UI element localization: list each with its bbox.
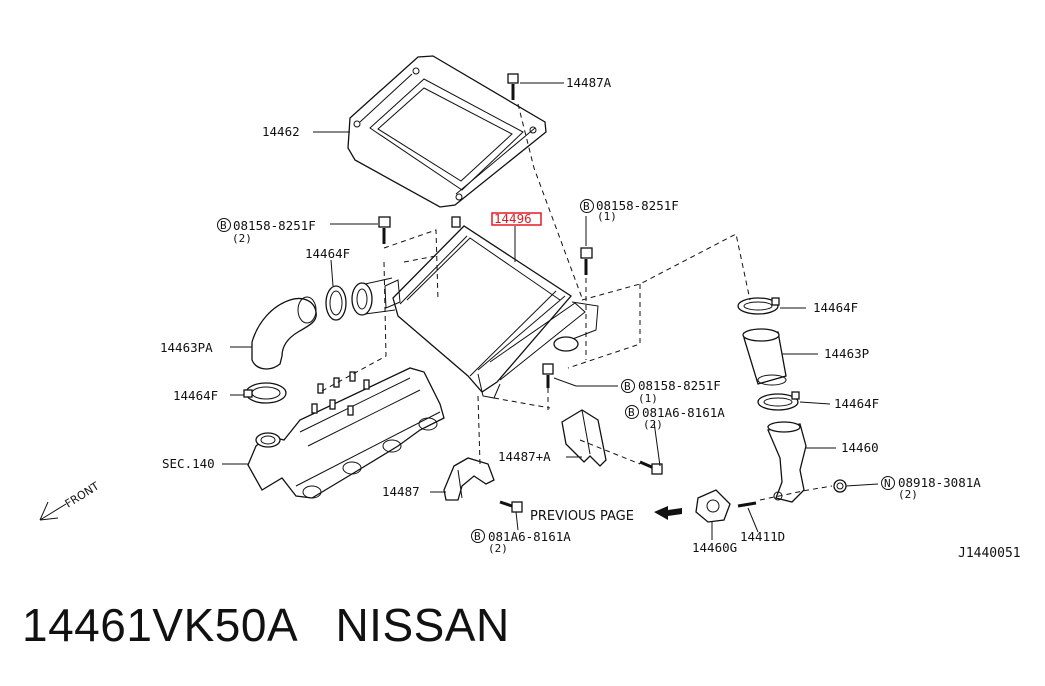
callout-14460G: 14460G xyxy=(692,540,737,555)
bolt-marker-icon xyxy=(625,405,639,419)
callout-14411D: 14411D xyxy=(740,529,785,544)
bracket-14487-plus-A xyxy=(561,409,607,467)
callout-bolt-08158-center: 08158-8251F xyxy=(638,378,721,393)
bolt-center-08158 xyxy=(542,363,554,388)
nut-marker-icon xyxy=(881,476,895,490)
clamp-14464F-right-lower xyxy=(757,391,800,411)
callout-14487A: 14487A xyxy=(566,75,612,90)
parts-diagram: 14487A 14462 14496 B 08158-8251F (2) B 0… xyxy=(39,55,1021,561)
callout-bolt-08158-center-qty: (1) xyxy=(638,392,658,405)
callout-14487: 14487 xyxy=(382,484,420,499)
bolt-marker-icon xyxy=(621,379,635,393)
bolt-081A6-right xyxy=(639,460,663,475)
highlight-box xyxy=(491,212,542,226)
bolt-marker-icon xyxy=(580,199,594,213)
callout-14460: 14460 xyxy=(841,440,879,455)
part-number: 14461VK50A xyxy=(22,599,296,651)
callout-bolt-081A6-lower: 081A6-8161A xyxy=(488,529,571,544)
bolt-left-08158 xyxy=(378,216,391,244)
callout-labels: 14487A 14462 14496 B 08158-8251F (2) B 0… xyxy=(63,75,1021,561)
callout-bolt-08158-left: 08158-8251F xyxy=(233,218,316,233)
callout-14462: 14462 xyxy=(262,124,300,139)
leader-lines xyxy=(222,82,879,540)
stud-14411D xyxy=(737,501,757,508)
callout-14496-highlighted[interactable]: 14496 xyxy=(494,211,532,226)
callout-14487-plus-A: 14487+A xyxy=(498,449,551,464)
callout-bolt-081A6-lower-qty: (2) xyxy=(488,542,508,555)
bolt-marker-letter: B xyxy=(474,530,481,543)
brand-name: NISSAN xyxy=(335,599,510,651)
bolt-marker-letter: B xyxy=(220,219,227,232)
nut-marker-letter: N xyxy=(884,477,891,490)
front-arrow-icon xyxy=(39,501,67,521)
intercooler-14496 xyxy=(351,216,599,399)
callout-bolt-081A6-right-qty: (2) xyxy=(643,418,663,431)
bolt-marker-letter: B xyxy=(628,406,635,419)
cover-plate-14462 xyxy=(347,55,547,208)
callout-14463P: 14463P xyxy=(824,346,869,361)
part-title: 14461VK50A NISSAN xyxy=(22,598,510,652)
front-direction-label: FRONT xyxy=(63,479,102,510)
hose-14463P xyxy=(742,328,787,386)
clamp-14464F-left-upper xyxy=(325,285,347,321)
intake-manifold-sec140 xyxy=(247,367,445,499)
callout-14464F-right-lower: 14464F xyxy=(834,396,879,411)
callout-14464F-right-upper: 14464F xyxy=(813,300,858,315)
bracket-14487 xyxy=(443,457,495,501)
hose-14463PA xyxy=(251,296,317,370)
bolt-marker-icon xyxy=(217,218,231,232)
callout-14463PA: 14463PA xyxy=(160,340,213,355)
bolt-marker-letter: B xyxy=(583,200,590,213)
callout-14464F-left-upper: 14464F xyxy=(305,246,350,261)
bolt-marker-icon xyxy=(471,529,485,543)
callout-bolt-081A6-right: 081A6-8161A xyxy=(642,405,725,420)
bolt-081A6-lower xyxy=(499,500,523,513)
bolt-marker-letter: B xyxy=(624,380,631,393)
callout-nut-08918-qty: (2) xyxy=(898,488,918,501)
clamp-14464F-right-upper xyxy=(737,297,780,315)
callout-bolt-08158-right-qty: (1) xyxy=(597,210,617,223)
gasket-14460G xyxy=(695,489,731,523)
pipe-14460 xyxy=(767,421,807,503)
clamp-14464F-left-lower xyxy=(243,382,287,404)
callout-bolt-08158-left-qty: (2) xyxy=(232,232,252,245)
diagram-code: J1440051 xyxy=(958,546,1021,561)
bolt-14487A xyxy=(507,73,519,100)
previous-page-arrow xyxy=(654,506,682,520)
callout-nut-08918: 08918-3081A xyxy=(898,475,981,490)
assembly-dashed-lines xyxy=(319,103,833,501)
callout-14464F-left-lower: 14464F xyxy=(173,388,218,403)
callout-sec140: SEC.140 xyxy=(162,456,215,471)
callout-bolt-08158-right: 08158-8251F xyxy=(596,198,679,213)
bolt-right-08158 xyxy=(580,247,593,275)
previous-page-link[interactable]: PREVIOUS PAGE xyxy=(530,509,634,524)
nut-08918 xyxy=(833,479,847,493)
